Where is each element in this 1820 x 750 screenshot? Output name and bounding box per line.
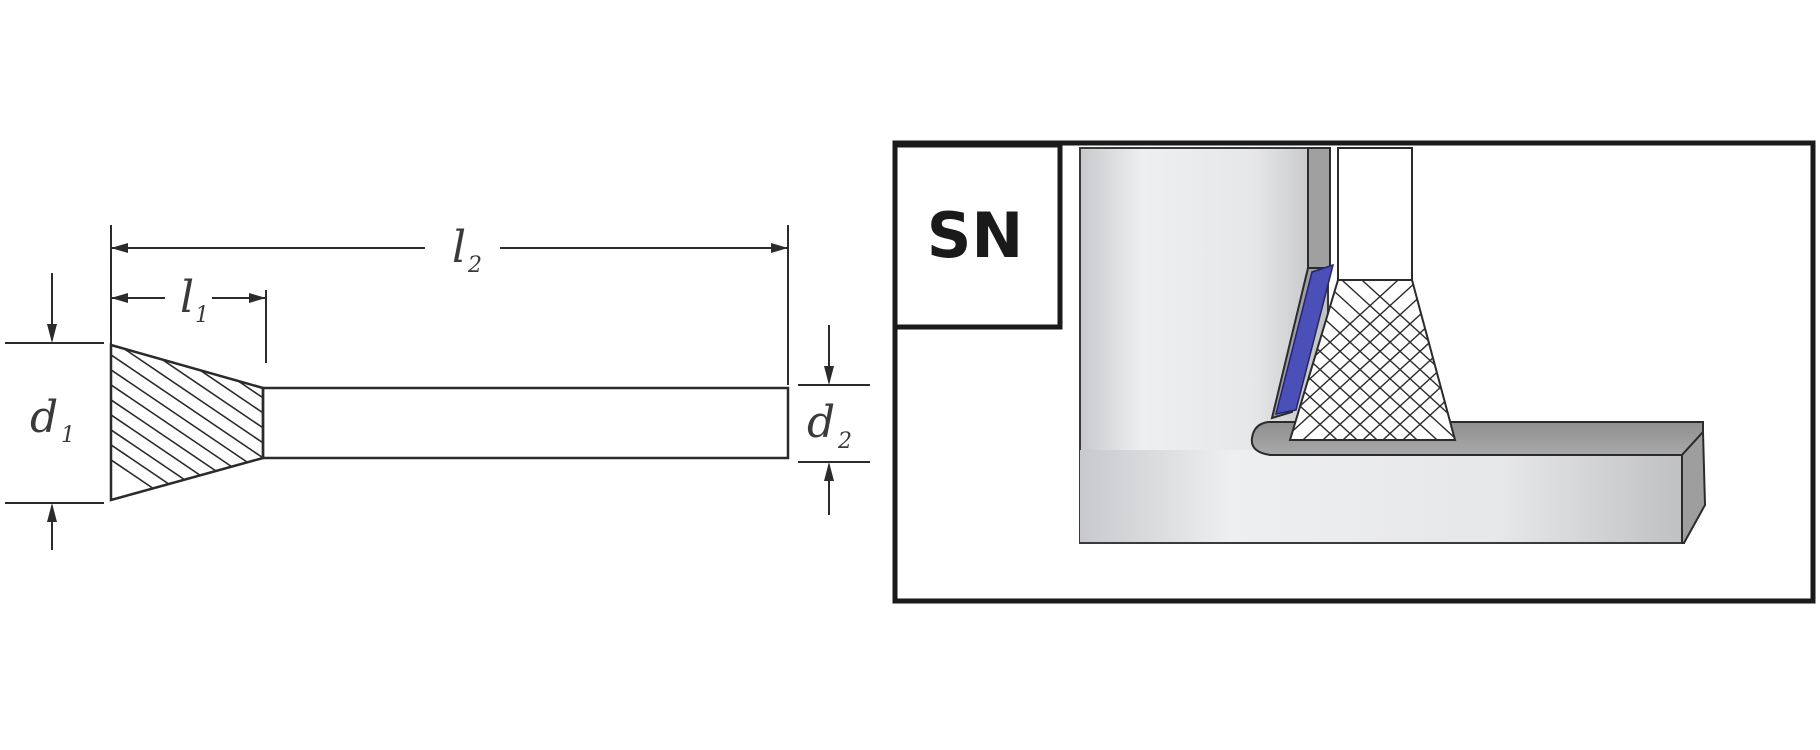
groove <box>1307 147 1331 269</box>
burr-tool-shank <box>1337 147 1413 281</box>
code-box <box>892 142 1063 330</box>
l2-label: l2 <box>452 222 482 278</box>
l1-arrow-right <box>249 293 266 303</box>
blue-cut-surface <box>1274 263 1335 415</box>
application-frame <box>892 140 1816 604</box>
l2-arrow-right <box>771 243 788 253</box>
d1-arrow-bottom <box>47 503 57 522</box>
d1-arrow-top <box>47 324 57 343</box>
burr-head-hatching <box>111 345 263 500</box>
d2-arrow-bottom <box>824 462 834 481</box>
d2-arrow-top <box>824 366 834 385</box>
l1-label: l1 <box>180 272 209 328</box>
burr-head-outline <box>109 343 265 502</box>
l1-arrow-left <box>111 293 128 303</box>
workpiece-base <box>1080 450 1685 543</box>
code-label: SN <box>927 199 1024 272</box>
burr-shank <box>261 386 790 460</box>
technical-drawing <box>5 225 870 550</box>
l2-arrow-left <box>111 243 128 253</box>
application-panel: SN <box>892 140 1816 604</box>
